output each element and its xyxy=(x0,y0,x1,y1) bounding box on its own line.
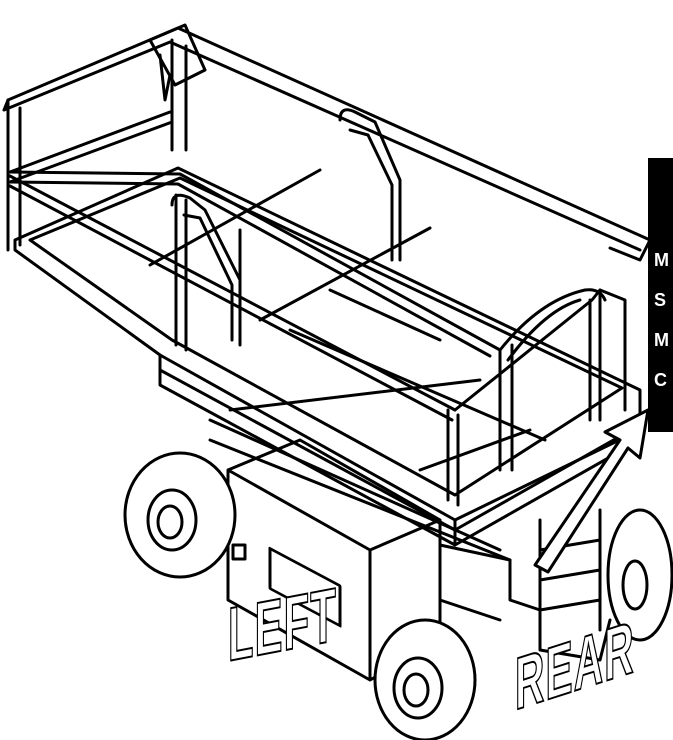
rear-ladder xyxy=(538,508,602,637)
pointer-arrow xyxy=(533,408,650,574)
left-side-label: LEFT xyxy=(227,571,337,678)
control-box xyxy=(148,23,207,102)
left-rail-top xyxy=(6,38,188,252)
mid-rail xyxy=(8,110,502,358)
panel-letter-1: M xyxy=(654,250,669,270)
left-gate-loop xyxy=(170,193,242,342)
chassis-switch xyxy=(231,543,247,561)
scissor-arms xyxy=(208,378,532,562)
panel-letter-3: M xyxy=(654,330,669,350)
rear-left-hub-inner xyxy=(402,672,430,708)
panel-letter-2: S xyxy=(654,290,667,310)
rear-gate-loop xyxy=(498,288,607,362)
chassis-panel xyxy=(268,546,342,628)
front-rail-top xyxy=(8,174,627,422)
deck-inner xyxy=(28,176,624,497)
center-gate-loop xyxy=(338,108,402,262)
rear-right-hub xyxy=(621,559,649,611)
deck-seam xyxy=(148,168,547,442)
panel-letter-4: C xyxy=(654,370,667,390)
front-left-hub-inner xyxy=(156,504,184,540)
side-label-panel xyxy=(648,158,673,432)
